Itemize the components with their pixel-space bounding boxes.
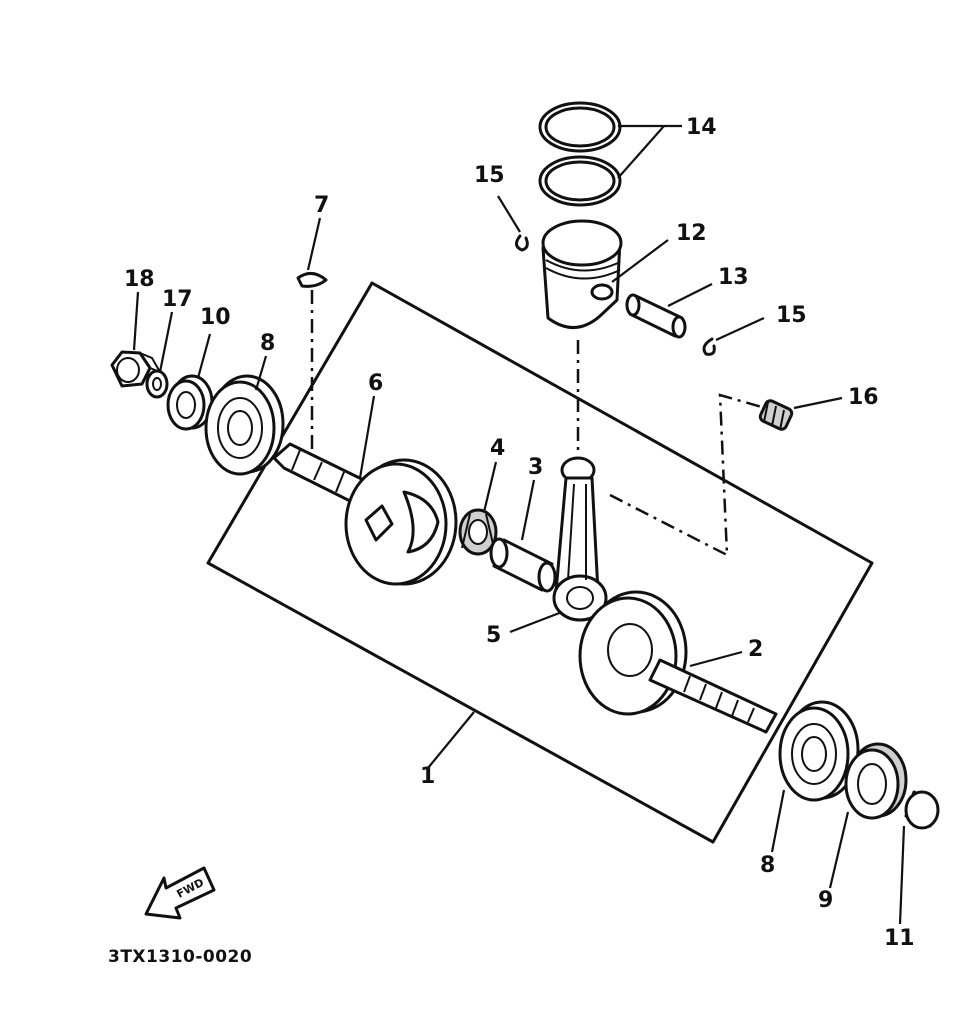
forward-arrow-icon: FWD [144, 866, 216, 920]
callout-15-right: 15 [776, 303, 807, 328]
washer [145, 369, 169, 399]
piston-pin-clip-right [702, 337, 716, 356]
woodruff-key [296, 272, 328, 288]
piston [541, 219, 623, 329]
leader-lines [132, 124, 906, 925]
callout-18: 18 [124, 267, 155, 292]
callout-13: 13 [718, 265, 749, 290]
callout-10: 10 [200, 305, 231, 330]
callout-6: 6 [368, 371, 383, 396]
callout-5: 5 [486, 623, 501, 648]
small-end-bearing [758, 399, 794, 431]
callout-9: 9 [818, 888, 833, 913]
crank-web-left [344, 458, 458, 586]
callout-16: 16 [848, 385, 879, 410]
bearing-right [778, 700, 860, 802]
crankshaft-right-shaft [648, 658, 778, 734]
oil-seal-left [166, 374, 214, 431]
callout-1: 1 [420, 764, 435, 789]
crank-nut [110, 350, 163, 388]
collar [904, 790, 940, 830]
callout-numbers: 1 2 3 4 5 6 7 8 8 9 10 11 12 13 14 15 15… [124, 115, 915, 951]
callout-14: 14 [686, 115, 717, 140]
diagram-part-code: 3TX1310-0020 [108, 947, 252, 967]
callout-2: 2 [748, 637, 763, 662]
callout-4: 4 [490, 436, 505, 461]
assembly-lines [310, 290, 766, 558]
piston-rings [538, 101, 622, 207]
crank-web-right [578, 590, 688, 716]
callout-7: 7 [314, 193, 329, 218]
callout-11: 11 [884, 926, 915, 951]
callout-8-left: 8 [260, 331, 275, 356]
crankshaft-assembly-boundary [206, 281, 874, 844]
connecting-rod [552, 456, 608, 622]
callout-15-top: 15 [474, 163, 505, 188]
big-end-needle-bearing [458, 508, 498, 556]
callout-17: 17 [162, 287, 193, 312]
callout-3: 3 [528, 455, 543, 480]
callout-12: 12 [676, 221, 707, 246]
piston-pin-clip-top [515, 234, 529, 252]
piston-pin [625, 293, 687, 339]
oil-seal-right [844, 742, 908, 820]
callout-8-right: 8 [760, 853, 775, 878]
bearing-left [204, 374, 285, 476]
crank-pin [489, 537, 557, 593]
